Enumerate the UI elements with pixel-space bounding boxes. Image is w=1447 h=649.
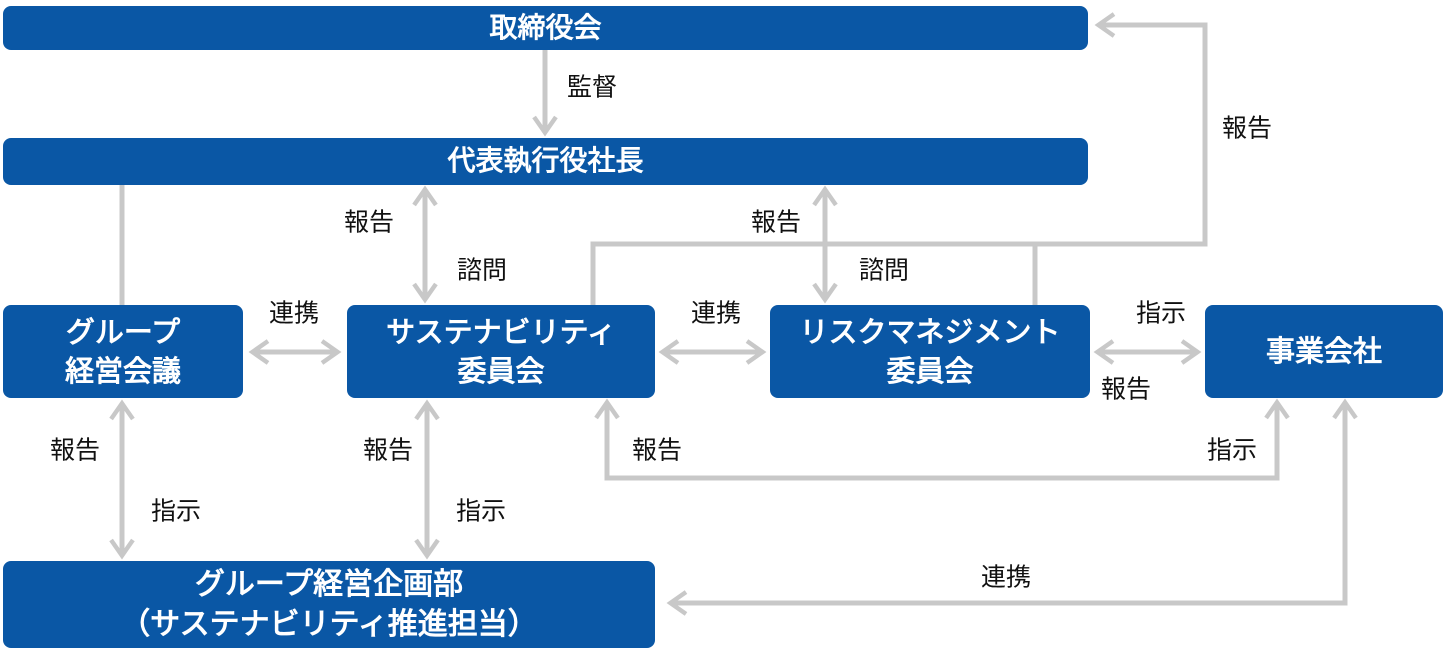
label-president-consult-risk: 諮問	[858, 255, 910, 285]
label-sus-instruct-business: 指示	[1206, 435, 1258, 465]
label-collab-sus-risk: 連携	[690, 298, 742, 328]
node-group-management-line1: グループ	[65, 315, 181, 350]
label-planning-report-sus: 報告	[362, 435, 414, 465]
label-risk-report-president: 報告	[750, 207, 802, 237]
label-business-report-risk: 報告	[1100, 374, 1152, 404]
label-group-instruct-planning: 指示	[150, 496, 202, 526]
node-planning-dept: グループ経営企画部 （サステナビリティ推進担当）	[3, 561, 655, 648]
label-collab-business-planning: 連携	[980, 562, 1032, 592]
arrow-sus-business	[594, 398, 1290, 481]
node-business-companies: 事業会社	[1205, 305, 1443, 398]
label-business-report-sus: 報告	[631, 435, 683, 465]
node-risk-committee: リスクマネジメント 委員会	[770, 305, 1090, 398]
node-president-label: 代表執行役社長	[447, 144, 644, 178]
node-board-label: 取締役会	[489, 10, 602, 44]
node-president: 代表執行役社長	[3, 138, 1088, 185]
node-sustainability-line2: 委員会	[457, 353, 545, 388]
label-report-to-board: 報告	[1221, 113, 1273, 143]
node-risk-line2: 委員会	[886, 353, 974, 388]
label-sus-report-president: 報告	[343, 207, 395, 237]
node-planning-line1: グループ経営企画部	[194, 566, 464, 602]
label-supervision: 監督	[566, 72, 618, 102]
node-board: 取締役会	[3, 6, 1088, 50]
label-president-consult-sus: 諮問	[456, 255, 508, 285]
node-group-management-line2: 経営会議	[64, 353, 181, 388]
node-risk-line1: リスクマネジメント	[799, 315, 1061, 350]
node-sustainability-line1: サステナビリティ	[386, 315, 616, 350]
node-group-management: グループ 経営会議	[3, 305, 243, 398]
node-planning-line2: （サステナビリティ推進担当）	[120, 606, 538, 642]
arrow-report-to-board	[590, 12, 1208, 305]
label-collab-group-sus: 連携	[268, 298, 320, 328]
node-sustainability-committee: サステナビリティ 委員会	[347, 305, 655, 398]
label-planning-report-group: 報告	[49, 435, 101, 465]
node-business-label: 事業会社	[1265, 334, 1382, 369]
label-risk-instruct-business: 指示	[1135, 298, 1187, 328]
arrow-collab-business-planning	[666, 398, 1358, 616]
label-sus-instruct-planning: 指示	[455, 496, 507, 526]
